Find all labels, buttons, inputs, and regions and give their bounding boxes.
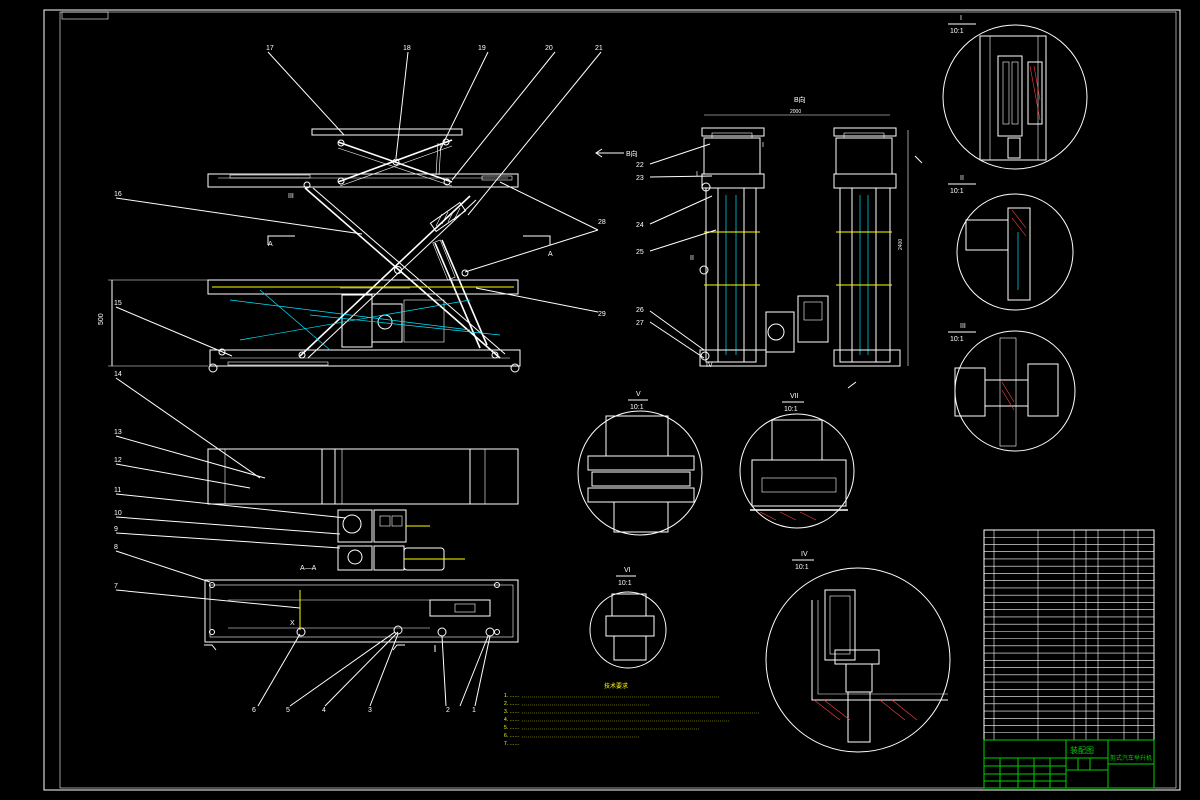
parts-list-table [983, 529, 1155, 741]
part-label-9: 9 [114, 526, 118, 533]
part-label-2: 2 [446, 707, 450, 714]
part-label-24: 24 [636, 222, 644, 229]
section-a-a-label: A—A [300, 565, 317, 572]
part-label-27: 27 [636, 320, 644, 327]
detail-view-iv: IV 10:1 [765, 551, 951, 753]
parts-list-frame [983, 529, 1155, 741]
svg-text:III: III [960, 323, 966, 330]
svg-text:V: V [636, 391, 641, 398]
part-label-19: 19 [478, 45, 486, 52]
part-label-18: 18 [403, 45, 411, 52]
svg-text:10:1: 10:1 [795, 564, 809, 571]
part-label-4: 4 [322, 707, 326, 714]
view-b-leaders [649, 143, 717, 359]
part-label-8: 8 [114, 544, 118, 551]
part-label-15: 15 [114, 300, 122, 307]
svg-text:10:1: 10:1 [950, 188, 964, 195]
view-b-arrow-label: B向 [626, 149, 638, 158]
section-a-right: A [548, 251, 553, 258]
project-name: 剪式汽车举升机 [1110, 754, 1152, 762]
sheet-inner-border [59, 11, 1177, 789]
svg-text:III: III [288, 193, 294, 200]
cylinder-mount-hatch [429, 201, 467, 233]
section-a-left: A [268, 241, 273, 248]
detail-view-iii: III 10:1 [948, 323, 1076, 452]
detail-view-i: I 10:1 [942, 15, 1088, 170]
note-1: 1. …… [504, 693, 520, 699]
svg-text:I: I [762, 142, 764, 149]
svg-text:10:1: 10:1 [618, 580, 632, 587]
part-label-11: 11 [114, 487, 121, 494]
part-label-17: 17 [266, 45, 274, 52]
svg-text:VI: VI [624, 567, 631, 574]
svg-text:II: II [960, 175, 964, 182]
svg-text:2400: 2400 [898, 239, 904, 250]
part-label-22: 22 [636, 162, 644, 169]
detail-view-vi: VI 10:1 [589, 567, 667, 669]
svg-text:II: II [690, 255, 694, 262]
detail-view-v: V 10:1 [577, 391, 703, 536]
part-label-14: 14 [114, 371, 122, 378]
svg-text:I: I [696, 171, 698, 178]
note-7: 7. …… [504, 741, 520, 747]
svg-text:VII: VII [790, 393, 799, 400]
title-block: 装配图 剪式汽车举升机 [983, 739, 1155, 789]
part-label-21: 21 [595, 45, 603, 52]
note-5: 5. …… [504, 725, 520, 731]
front-view-leaders [115, 51, 602, 357]
drawing-number-box [61, 11, 109, 20]
drawing-title: 装配图 [1070, 745, 1094, 755]
part-label-16: 16 [114, 191, 122, 198]
svg-text:10:1: 10:1 [784, 406, 798, 413]
svg-text:X: X [290, 620, 295, 627]
part-label-25: 25 [636, 249, 644, 256]
note-6: 6. …… [504, 733, 520, 739]
svg-text:500: 500 [98, 313, 105, 325]
svg-text:10:1: 10:1 [950, 336, 964, 343]
detail-view-ii: II 10:1 [948, 175, 1074, 311]
svg-text:2000: 2000 [790, 109, 801, 115]
svg-text:I: I [960, 15, 962, 22]
svg-text:IV: IV [801, 551, 808, 558]
section-a-a-view: X A—A [204, 448, 519, 652]
note-2: 2. …… [504, 701, 520, 707]
part-label-28: 28 [598, 219, 606, 226]
view-b-label: B向 [794, 95, 806, 104]
sheet-outer-border [43, 9, 1181, 791]
svg-text:10:1: 10:1 [630, 404, 644, 411]
view-b: B向 B向 2000 [595, 95, 923, 389]
part-label-10: 10 [114, 510, 122, 517]
part-label-29: 29 [598, 311, 606, 318]
part-label-26: 26 [636, 307, 644, 314]
part-label-23: 23 [636, 175, 644, 182]
part-label-13: 13 [114, 429, 122, 436]
svg-text:10:1: 10:1 [950, 28, 964, 35]
svg-text:IV: IV [706, 362, 713, 369]
part-label-5: 5 [286, 707, 290, 714]
part-label-12: 12 [114, 457, 122, 464]
plan-view-leaders [115, 377, 491, 707]
part-label-1: 1 [472, 707, 476, 714]
technical-notes: 技术要求 1. …… 2. …… 3. …… 4. …… 5. …… 6. ……… [504, 682, 760, 747]
front-elevation-view: 500 A A III [98, 128, 553, 373]
note-3: 3. …… [504, 709, 520, 715]
note-4: 4. …… [504, 717, 520, 723]
part-label-6: 6 [252, 707, 256, 714]
notes-title: 技术要求 [604, 682, 628, 690]
detail-view-vii: VII 10:1 [739, 393, 855, 529]
part-label-20: 20 [545, 45, 553, 52]
part-label-3: 3 [368, 707, 372, 714]
part-label-7: 7 [114, 583, 118, 590]
